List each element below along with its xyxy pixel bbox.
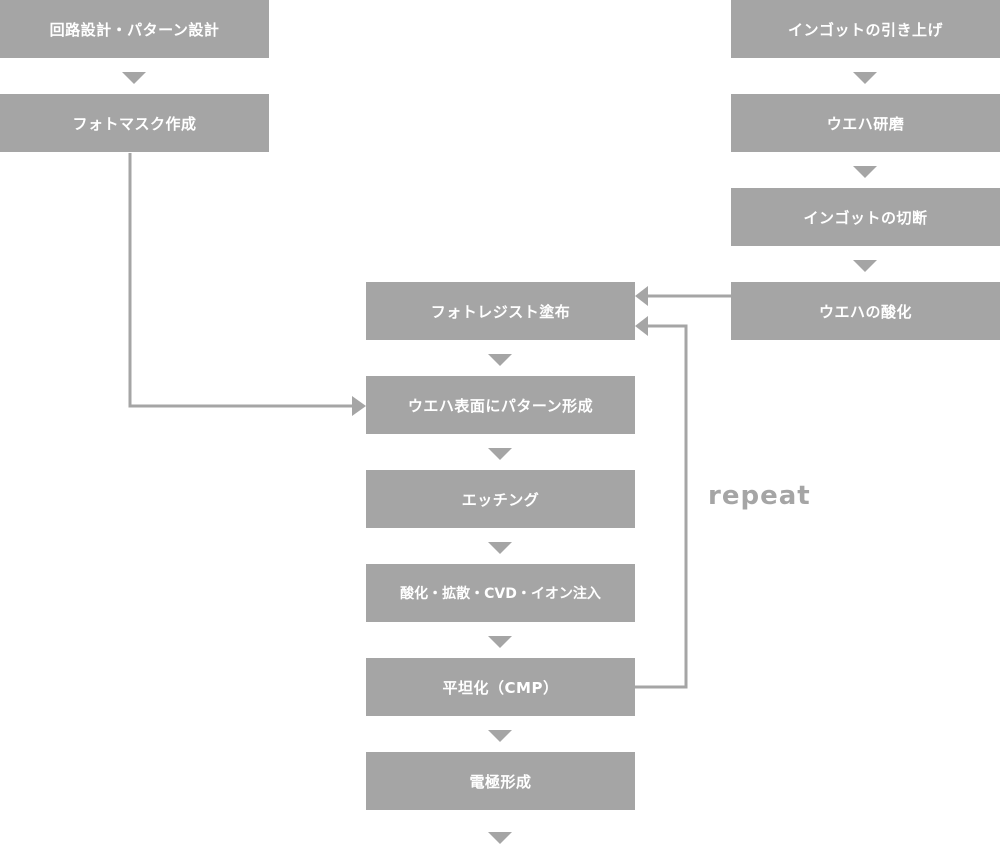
- down-arrow-icon: [853, 166, 877, 178]
- step-pattern-formation: ウエハ表面にパターン形成: [366, 376, 635, 434]
- mask-to-pattern-connector: [128, 153, 352, 408]
- repeat-loop-arrowhead: [635, 316, 648, 336]
- down-arrow-icon: [488, 542, 512, 554]
- step-wafer-oxidation: ウエハの酸化: [731, 282, 1000, 340]
- repeat-loop-connector: [635, 324, 688, 689]
- repeat-label: repeat: [708, 481, 811, 511]
- step-photoresist: フォトレジスト塗布: [366, 282, 635, 340]
- down-arrow-icon: [853, 260, 877, 272]
- step-etching: エッチング: [366, 470, 635, 528]
- down-arrow-icon: [488, 730, 512, 742]
- step-electrode-formation: 電極形成: [366, 752, 635, 810]
- down-arrow-icon: [488, 448, 512, 460]
- step-photomask: フォトマスク作成: [0, 94, 269, 152]
- step-wafer-polishing: ウエハ研磨: [731, 94, 1000, 152]
- step-circuit-design: 回路設計・パターン設計: [0, 0, 269, 58]
- mask-to-pattern-arrowhead: [352, 396, 366, 416]
- down-arrow-icon: [488, 636, 512, 648]
- down-arrow-icon: [853, 72, 877, 84]
- oxidation-to-resist-arrowhead: [635, 286, 648, 306]
- step-ingot-pulling: インゴットの引き上げ: [731, 0, 1000, 58]
- down-arrow-icon: [488, 354, 512, 366]
- step-ingot-cutting: インゴットの切断: [731, 188, 1000, 246]
- down-arrow-icon: [488, 832, 512, 844]
- step-planarization: 平坦化（CMP）: [366, 658, 635, 716]
- step-oxidation-diffusion: 酸化・拡散・CVD・イオン注入: [366, 564, 635, 622]
- down-arrow-icon: [122, 72, 146, 84]
